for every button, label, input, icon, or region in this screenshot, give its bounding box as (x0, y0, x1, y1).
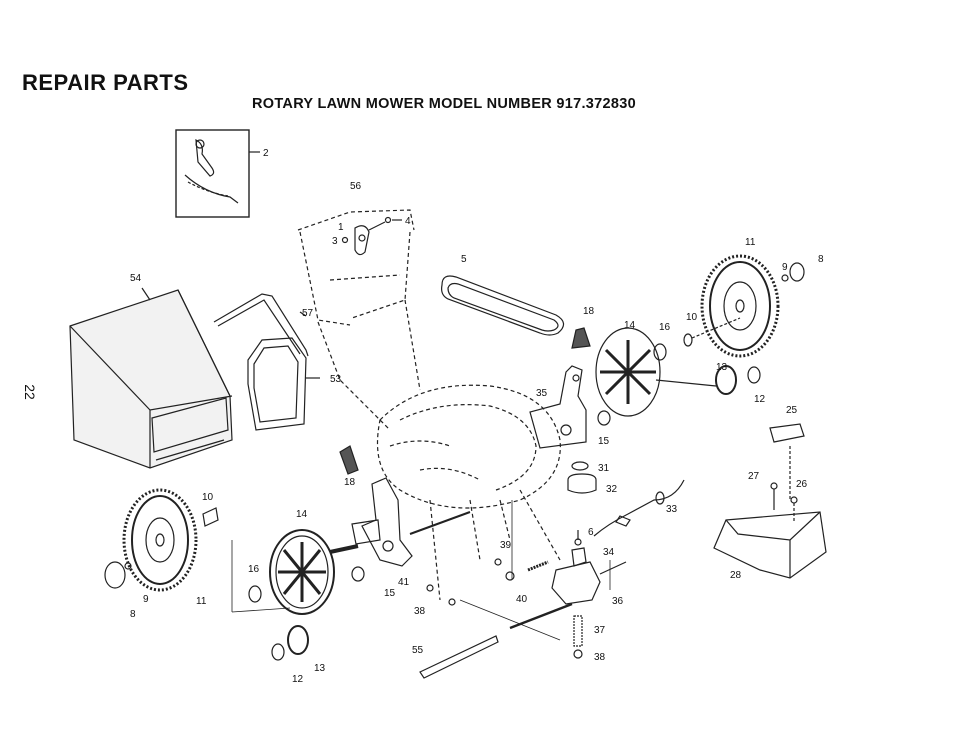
callout-label: 15 (384, 588, 396, 599)
callout-label: 15 (598, 436, 610, 447)
callout-label: 28 (730, 570, 742, 581)
height-adjuster-left (351, 477, 471, 567)
height-adjuster-right (529, 365, 611, 449)
upper-handle (297, 209, 421, 431)
callout-label: 10 (202, 492, 214, 503)
callout-label: 8 (818, 254, 824, 265)
callout-label: 2 (263, 148, 269, 159)
callout-label: 14 (296, 509, 308, 520)
callout-label: 38 (594, 652, 606, 663)
callout-label: 39 (500, 540, 512, 551)
leader-lines (231, 500, 611, 641)
rear-wheel-left (104, 488, 262, 603)
callout-label: 10 (686, 312, 698, 323)
callout-label: 40 (516, 594, 528, 605)
spring-upper (571, 327, 591, 349)
callout-label: 4 (405, 216, 411, 227)
drive-cable (593, 479, 685, 537)
callout-label: 14 (624, 320, 636, 331)
callout-label: 26 (796, 479, 808, 490)
callout-label: 9 (143, 594, 149, 605)
callout-label: 18 (583, 306, 595, 317)
gear-cover-right (595, 317, 761, 417)
callout-label: 34 (603, 547, 615, 558)
callout-label: 33 (666, 504, 678, 515)
callout-label: 53 (330, 374, 342, 385)
callout-label: 55 (412, 645, 424, 656)
callout-label: 13 (314, 663, 326, 674)
callout-label: 13 (716, 362, 728, 373)
control-bracket (341, 216, 402, 256)
callout-label: 27 (748, 471, 760, 482)
callout-label: 6 (588, 527, 594, 538)
callout-label: 12 (754, 394, 766, 405)
callout-label: 16 (659, 322, 671, 333)
callout-label: 11 (745, 237, 756, 248)
diagram-subtitle: ROTARY LAWN MOWER MODEL NUMBER 917.37283… (252, 96, 636, 112)
callout-label: 8 (130, 609, 136, 620)
callout-label: 35 (536, 388, 548, 399)
callout-label: 56 (350, 181, 362, 192)
drive-gear-left (271, 625, 309, 661)
drive-belt (441, 275, 565, 336)
rear-axle (419, 635, 499, 679)
inset-control-box (175, 129, 260, 218)
rear-deflector (713, 423, 827, 579)
callout-label: 38 (414, 606, 426, 617)
callout-label: 31 (598, 463, 610, 474)
callout-label: 16 (248, 564, 260, 575)
rear-wheel-right (700, 254, 805, 358)
callout-label: 41 (398, 577, 410, 588)
page-title: REPAIR PARTS (22, 70, 189, 95)
callout-label: 18 (344, 477, 356, 488)
callout-label: 9 (782, 262, 788, 273)
callout-label: 5 (461, 254, 467, 265)
callout-label: 57 (302, 308, 314, 319)
grass-bag (69, 287, 233, 469)
callout-label: 37 (594, 625, 606, 636)
callout-label: 54 (130, 273, 142, 284)
callout-label: 36 (612, 596, 624, 607)
callout-labels: 2 56 4 1 3 5 11 9 8 54 57 53 18 14 16 10… (130, 148, 824, 685)
deck-knob (567, 461, 597, 494)
callout-label: 25 (786, 405, 798, 416)
bag-frame (213, 293, 320, 431)
callout-label: 1 (338, 222, 344, 233)
callout-label: 12 (292, 674, 304, 685)
callout-label: 11 (196, 596, 207, 607)
gear-cover-left (269, 529, 365, 615)
spring-left (339, 445, 359, 475)
callout-label: 32 (606, 484, 618, 495)
callout-label: 3 (332, 236, 338, 247)
mower-deck (376, 384, 561, 601)
